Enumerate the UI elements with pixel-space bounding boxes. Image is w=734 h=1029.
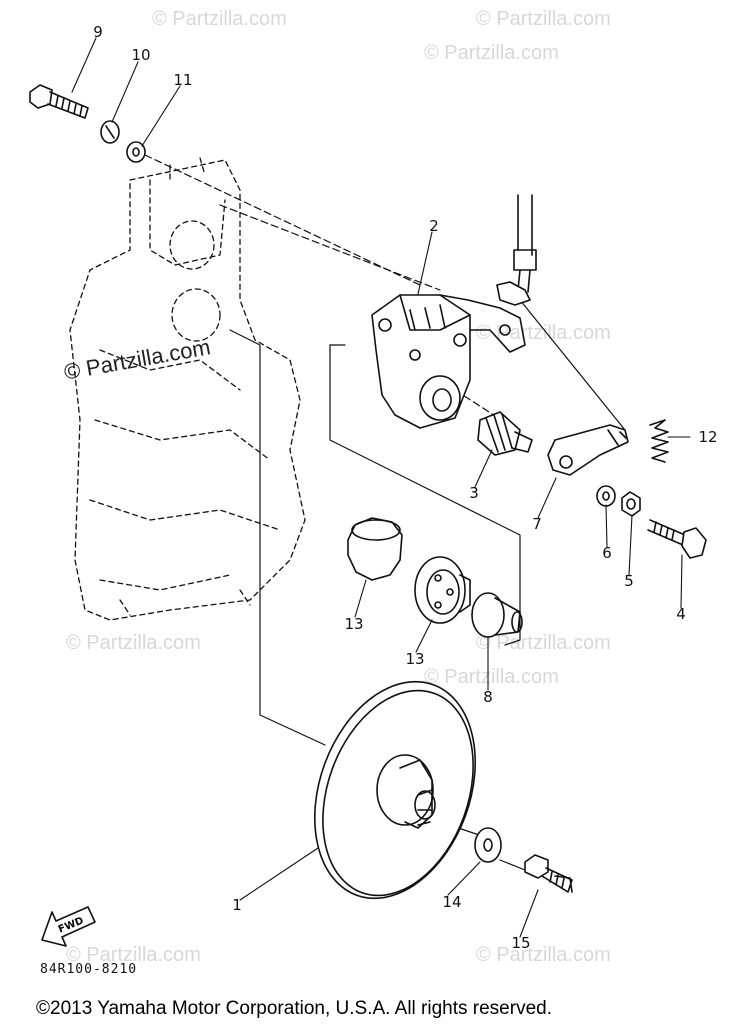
callout-13-cap: 13 [344, 615, 364, 633]
fwd-arrow [41, 906, 96, 947]
callout-6: 6 [602, 544, 612, 562]
watermark: © Partzilla.com [476, 8, 611, 30]
seal-13b [414, 556, 471, 624]
callout-leaders [71, 37, 691, 938]
watermark: © Partzilla.com [66, 632, 201, 654]
callout-5: 5 [624, 572, 634, 590]
cable [496, 194, 537, 306]
bolt-9 [29, 84, 89, 119]
washer-10 [100, 120, 120, 144]
nut-5 [621, 491, 641, 517]
sheave-1 [313, 680, 477, 900]
callout-13-seal: 13 [405, 650, 425, 668]
bracket-2 [371, 294, 526, 429]
callout-3: 3 [469, 484, 479, 502]
cap-13a [347, 517, 403, 581]
washer-14 [474, 827, 502, 863]
washer-11 [126, 141, 146, 163]
callout-12: 12 [698, 428, 718, 446]
assembly-lines [144, 154, 626, 871]
watermark: © Partzilla.com [424, 666, 559, 688]
crankcase-outline [69, 157, 306, 621]
callout-14: 14 [442, 893, 462, 911]
callout-11: 11 [173, 71, 193, 89]
part-code: 84R100-8210 [40, 962, 138, 977]
callout-1: 1 [232, 896, 242, 914]
copyright-notice: ©2013 Yamaha Motor Corporation, U.S.A. A… [36, 998, 552, 1019]
bolt-4 [647, 519, 707, 559]
callout-15: 15 [511, 934, 531, 952]
spring-12 [649, 419, 669, 463]
callout-8: 8 [483, 688, 493, 706]
callout-2: 2 [429, 217, 439, 235]
bolt-15 [524, 854, 573, 893]
lever-7 [547, 424, 629, 476]
watermark: © Partzilla.com [66, 944, 201, 966]
callout-4: 4 [676, 605, 686, 623]
watermark: © Partzilla.com [476, 632, 611, 654]
callout-10: 10 [131, 46, 151, 64]
adjuster-3 [477, 411, 533, 456]
washer-6 [596, 485, 616, 507]
watermark: © Partzilla.com [476, 944, 611, 966]
watermark: © Partzilla.com [152, 8, 287, 30]
boss-8 [471, 592, 523, 638]
callout-9: 9 [93, 23, 103, 41]
watermark: © Partzilla.com [424, 42, 559, 64]
callout-7: 7 [532, 515, 542, 533]
